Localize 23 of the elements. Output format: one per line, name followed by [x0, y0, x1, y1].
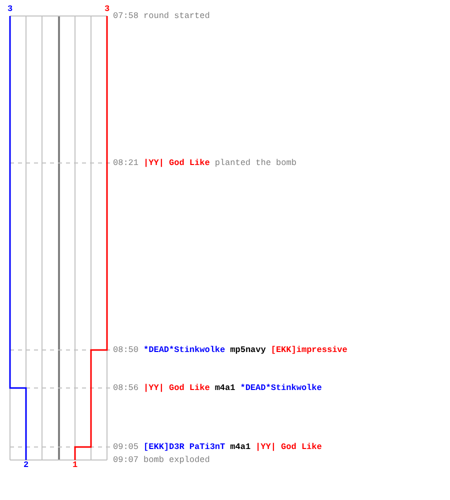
player-name: [EKK]D3R PaTi3nT: [144, 442, 226, 452]
alive-count: 3: [104, 4, 110, 14]
weapon-name: m4a1: [214, 383, 236, 393]
player-name: |YY| God Like: [144, 383, 210, 393]
event-time: 08:56: [113, 383, 139, 393]
alive-count: 2: [23, 460, 29, 470]
weapon-name: mp5navy: [230, 345, 266, 355]
event-time: 07:58: [113, 11, 139, 21]
player-name: *DEAD*Stinkwolke: [240, 383, 322, 393]
player-name: |YY| God Like: [144, 158, 210, 168]
alive-count: 1: [72, 460, 78, 470]
player-name: [EKK]impressive: [270, 345, 348, 355]
event-time: 09:05: [113, 442, 139, 452]
event-text: planted the bomb: [214, 158, 296, 168]
player-name: *DEAD*Stinkwolke: [144, 345, 226, 355]
event-text: round started: [144, 11, 210, 21]
event-time: 08:50: [113, 345, 139, 355]
alive-count: 3: [7, 4, 13, 14]
player-name: |YY| God Like: [256, 442, 322, 452]
event-time: 09:07: [113, 455, 139, 465]
event-time: 08:21: [113, 158, 139, 168]
weapon-name: m4a1: [230, 442, 251, 452]
event-text: bomb exploded: [144, 455, 210, 465]
